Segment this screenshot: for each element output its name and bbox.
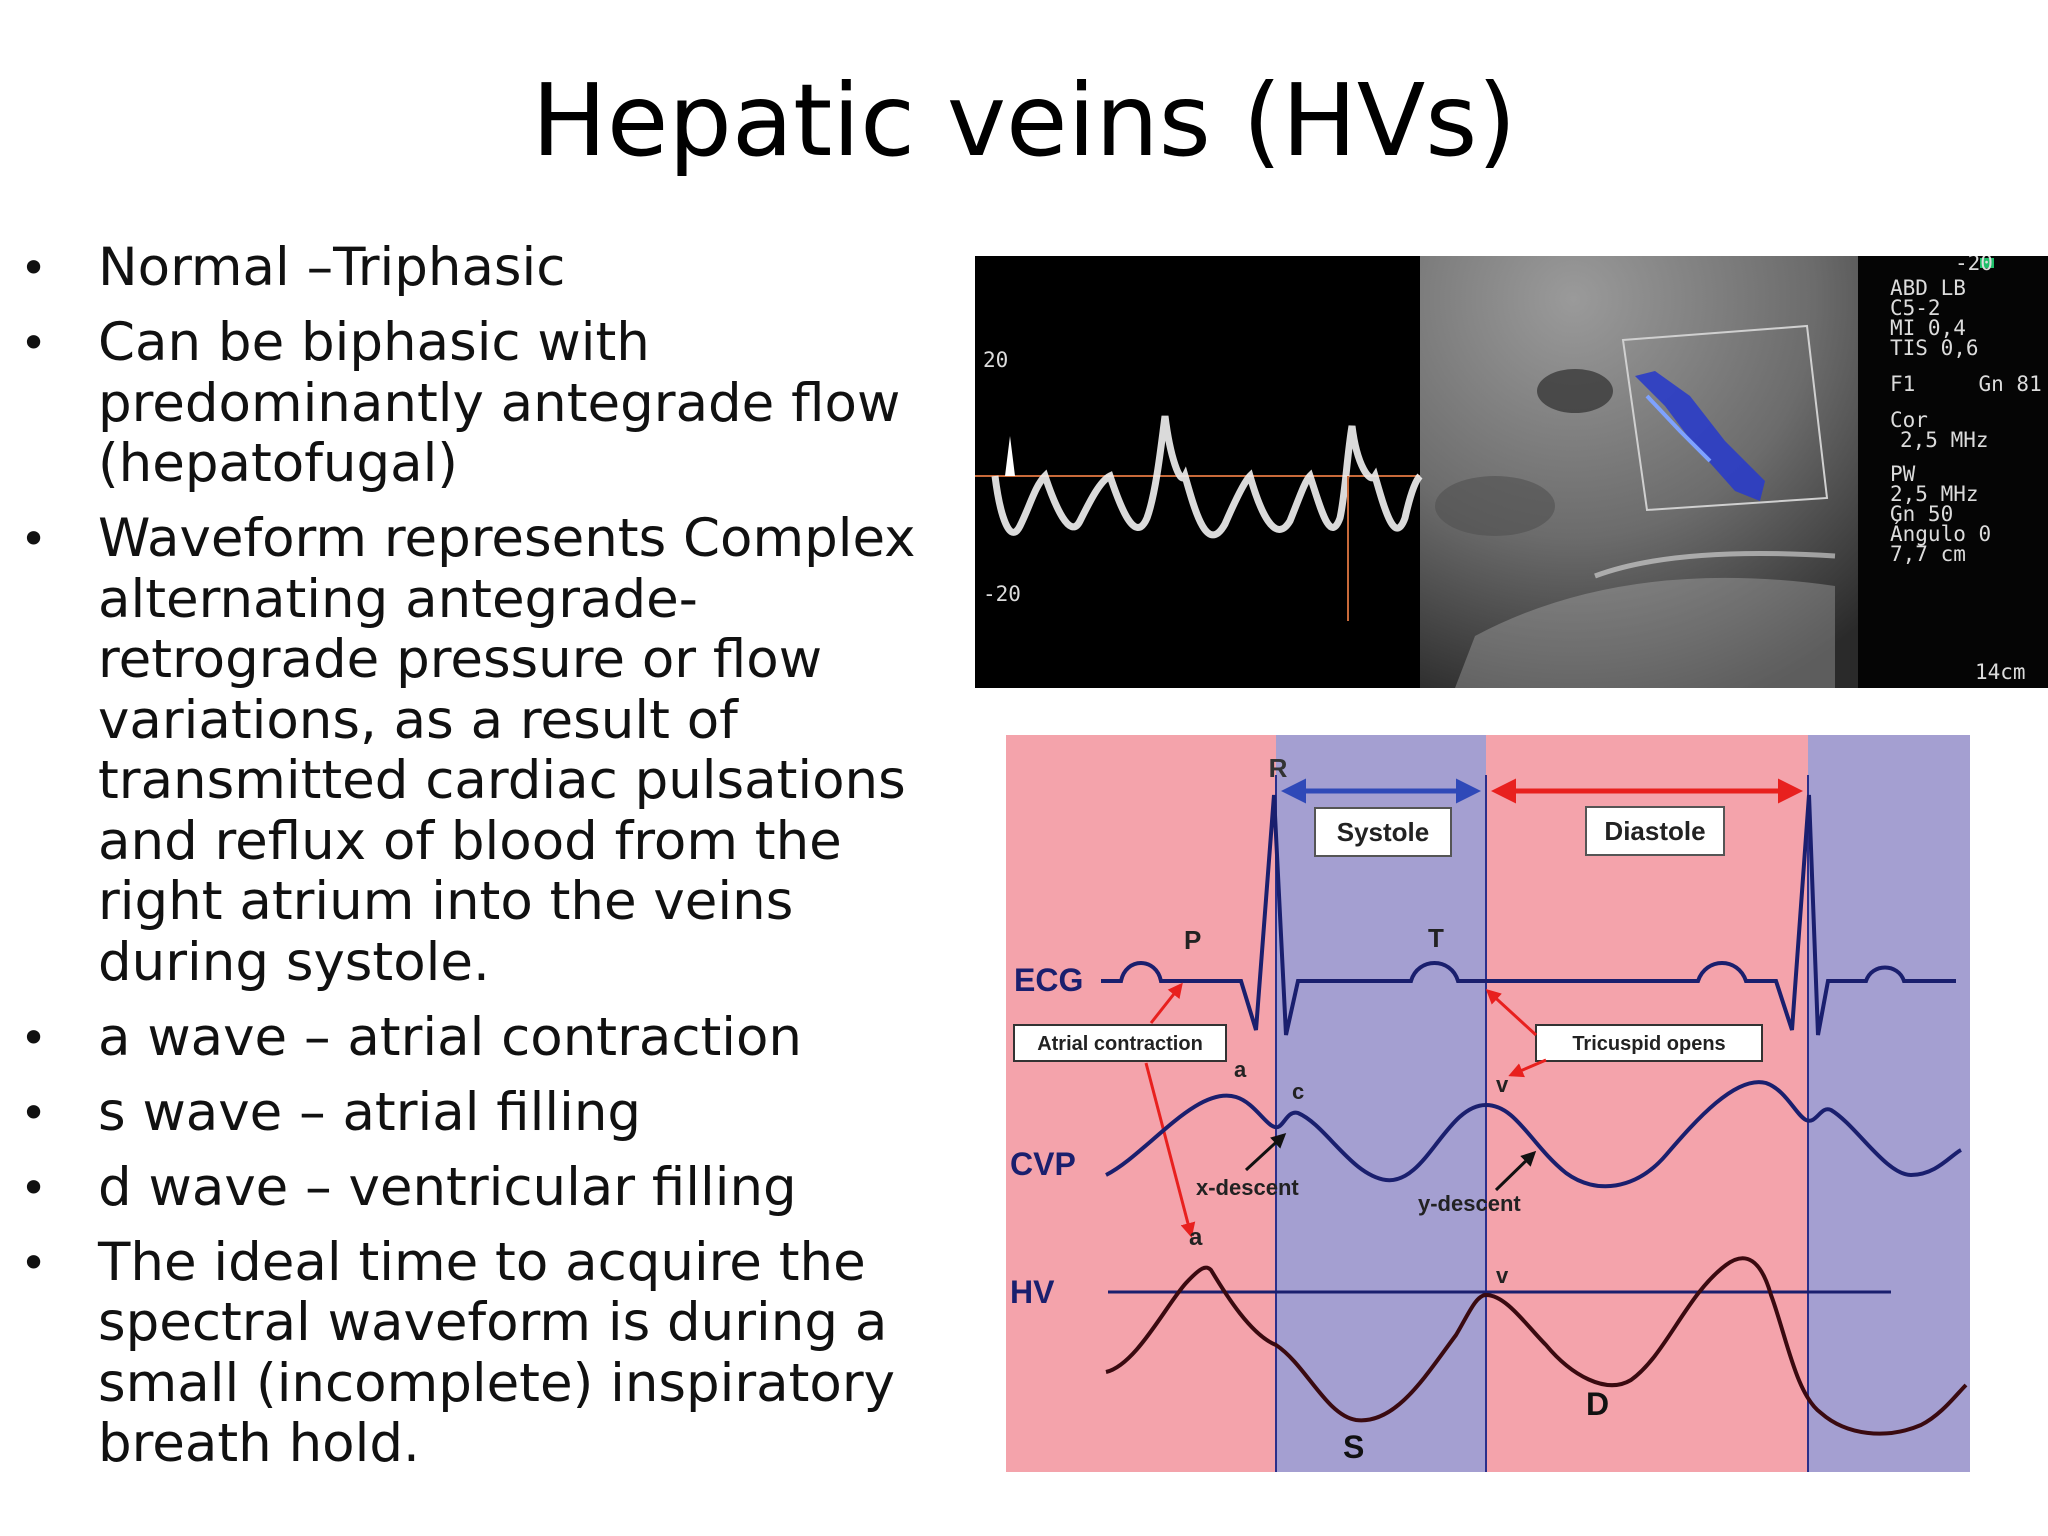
bullet-item: • Waveform represents Complex alternating…: [20, 508, 968, 993]
settings-panel: ABD LB C5-2 MI 0,4 TIS 0,6 F1 Gn 81 Cor …: [1890, 276, 2048, 566]
hv-v-label: v: [1496, 1263, 1509, 1288]
cvp-label: CVP: [1010, 1146, 1076, 1182]
setting-line: 7,7 cm: [1890, 542, 1966, 566]
diastole-label-box: [1585, 806, 1725, 856]
bullet-item: • d wave – ventricular filling: [20, 1156, 960, 1219]
setting-line: MI 0,4: [1890, 316, 1966, 340]
hv-d-label: D: [1586, 1386, 1609, 1422]
hv-a-label: a: [1189, 1224, 1203, 1251]
bullet-item: • Can be biphasic with predominantly ante…: [20, 312, 918, 495]
bullet-text: Can be biphasic with predominantly anteg…: [98, 312, 901, 494]
hv-s-label: S: [1343, 1429, 1364, 1465]
bullet-marker: •: [20, 1160, 48, 1215]
setting-line: 2,5 MHz: [1900, 428, 1989, 452]
bullet-text: d wave – ventricular filling: [98, 1156, 797, 1218]
bullet-text: a wave – atrial contraction: [98, 1006, 803, 1068]
ecg-trace: [1101, 794, 1956, 1036]
bullet-text: The ideal time to acquire the spectral w…: [98, 1231, 896, 1474]
ultrasound-graphic: [975, 256, 2048, 688]
cvp-v-label: v: [1496, 1072, 1509, 1097]
systole-label: Systole: [1337, 817, 1430, 847]
setting-line: TIS 0,6: [1890, 336, 1979, 360]
systole-band: [1276, 735, 1486, 1472]
bullet-marker: •: [20, 512, 48, 566]
tricuspid-opens-label: Tricuspid opens: [1572, 1033, 1725, 1055]
cardiac-cycle-diagram: Systole Diastole R ECG P T Atrial contra…: [1006, 735, 1970, 1472]
y-descent-label: y-descent: [1418, 1191, 1521, 1216]
atrial-contraction-box: [1013, 1024, 1227, 1062]
bullet-text: s wave – atrial filling: [98, 1081, 642, 1143]
bullet-item: • Normal –Triphasic: [20, 237, 960, 299]
p-wave-label: P: [1184, 925, 1201, 955]
bullet-marker: •: [20, 316, 48, 370]
spectral-waveform: [991, 415, 1423, 539]
color-box: [1621, 324, 1829, 512]
hepatic-vein-flow: [1635, 371, 1765, 501]
bullet-marker: •: [20, 1085, 48, 1140]
t-wave-label: T: [1428, 923, 1444, 953]
bullet-item: • a wave – atrial contraction: [20, 1006, 960, 1069]
systole-band: [1808, 735, 1970, 1472]
setting-line: Gn 50: [1890, 502, 1954, 526]
hv-trace: [1105, 1256, 1968, 1436]
bullet-item: • The ideal time to acquire the spectral …: [20, 1231, 898, 1475]
r-peak-label: R: [1269, 753, 1288, 783]
systole-label-box: [1314, 807, 1452, 857]
depth-label: 14cm: [1975, 660, 2026, 684]
setting-line: ABD LB: [1890, 276, 1966, 300]
setting-line: C5-2: [1890, 296, 1941, 320]
bullet-item: • s wave – atrial filling: [20, 1081, 960, 1144]
setting-line: 2,5 MHz: [1890, 482, 1979, 506]
scale-top-label: -20: [1955, 256, 1993, 275]
hv-label: HV: [1010, 1274, 1055, 1310]
bullet-text: Normal –Triphasic: [98, 237, 566, 298]
bullet-marker: •: [20, 241, 48, 295]
tricuspid-opens-box: [1535, 1024, 1763, 1062]
ultrasound-image: -20 20 -20 ABD LB C5-2 MI 0,4 TIS 0,6 F1…: [975, 256, 2048, 688]
cvp-c-label: c: [1292, 1079, 1304, 1104]
velocity-scale-upper: 20: [983, 348, 1009, 372]
bullet-marker: •: [20, 1010, 48, 1065]
bullet-marker: •: [20, 1235, 48, 1290]
setting-line: PW: [1890, 462, 1916, 486]
diastole-band: [1486, 735, 1808, 1472]
x-descent-label: x-descent: [1196, 1175, 1299, 1200]
cvp-a-label: a: [1234, 1057, 1247, 1082]
setting-line: Cor: [1890, 408, 1928, 432]
diastole-band: [1006, 735, 1276, 1472]
velocity-scale-lower: -20: [983, 582, 1021, 606]
cvp-trace: [1105, 1080, 1963, 1189]
setting-line: F1 Gn 81: [1890, 372, 2042, 396]
ecg-label: ECG: [1014, 962, 1083, 998]
setting-line: Ángulo 0: [1890, 522, 1992, 546]
slide-title: Hepatic veins (HVs): [531, 62, 1517, 179]
bullet-text: Waveform represents Complex alternating …: [98, 508, 916, 993]
atrial-contraction-label: Atrial contraction: [1037, 1033, 1203, 1055]
diastole-label: Diastole: [1604, 816, 1705, 846]
bullet-list: • Normal –Triphasic • Can be biphasic with…: [20, 237, 960, 1489]
